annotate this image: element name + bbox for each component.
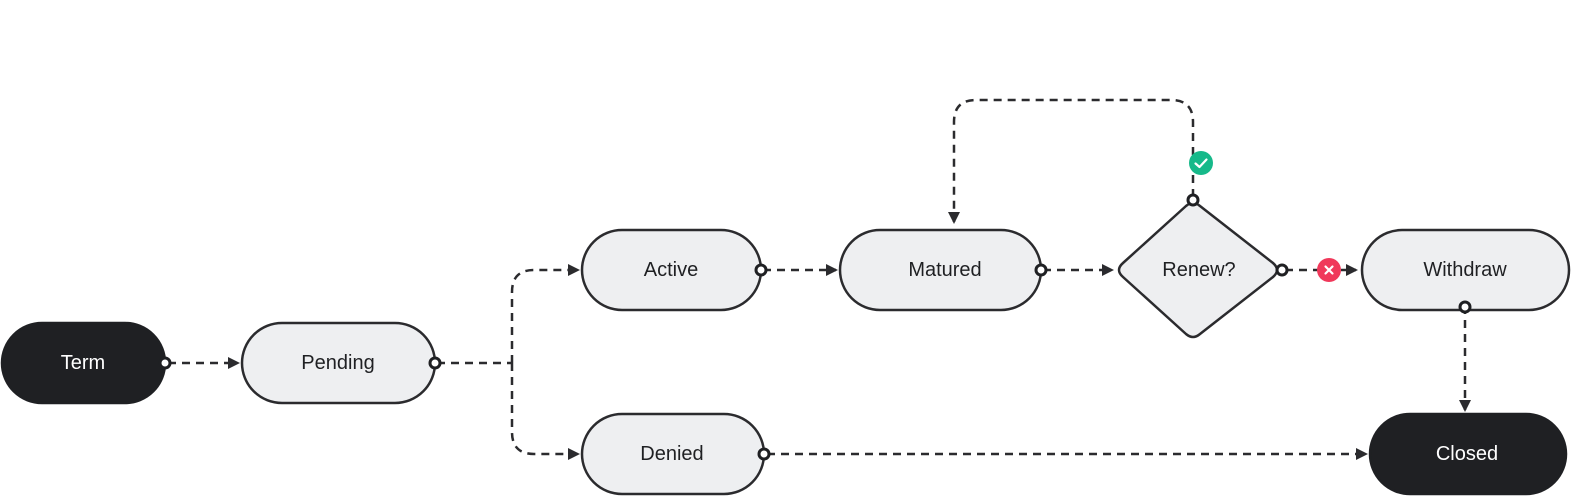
edge-split-active — [510, 264, 580, 363]
x-icon — [1324, 265, 1334, 275]
node-denied[interactable]: Denied — [580, 412, 766, 496]
port-renew-right[interactable] — [1275, 263, 1289, 277]
node-term-label: Term — [61, 352, 105, 374]
port-matured-out[interactable] — [1034, 263, 1048, 277]
port-denied-out[interactable] — [757, 447, 771, 461]
check-icon — [1194, 158, 1208, 169]
yes-badge — [1189, 151, 1213, 175]
node-pending-label: Pending — [301, 352, 374, 374]
node-active[interactable]: Active — [580, 228, 763, 312]
no-badge — [1317, 258, 1341, 282]
node-closed[interactable]: Closed — [1368, 412, 1568, 496]
node-pending[interactable]: Pending — [240, 321, 437, 405]
port-active-out[interactable] — [754, 263, 768, 277]
node-renew[interactable]: Renew? — [1117, 201, 1279, 339]
node-closed-label: Closed — [1436, 443, 1498, 465]
edge-split-denied — [510, 363, 580, 460]
node-closed-shape — [1368, 412, 1568, 496]
node-withdraw[interactable]: Withdraw — [1360, 228, 1571, 312]
node-renew-label: Renew? — [1162, 259, 1235, 281]
node-withdraw-label: Withdraw — [1423, 259, 1507, 281]
node-matured[interactable]: Matured — [838, 228, 1043, 312]
port-pending-out[interactable] — [428, 356, 442, 370]
node-term[interactable]: Term — [0, 321, 167, 405]
port-term-out[interactable] — [158, 356, 172, 370]
node-matured-label: Matured — [908, 259, 981, 281]
port-withdraw-bottom[interactable] — [1458, 300, 1472, 314]
edge-renew-yes-matured — [948, 98, 1195, 224]
port-renew-top[interactable] — [1186, 193, 1200, 207]
yes-badge-circle — [1189, 151, 1213, 175]
node-denied-label: Denied — [640, 443, 703, 465]
node-active-label: Active — [644, 259, 698, 281]
